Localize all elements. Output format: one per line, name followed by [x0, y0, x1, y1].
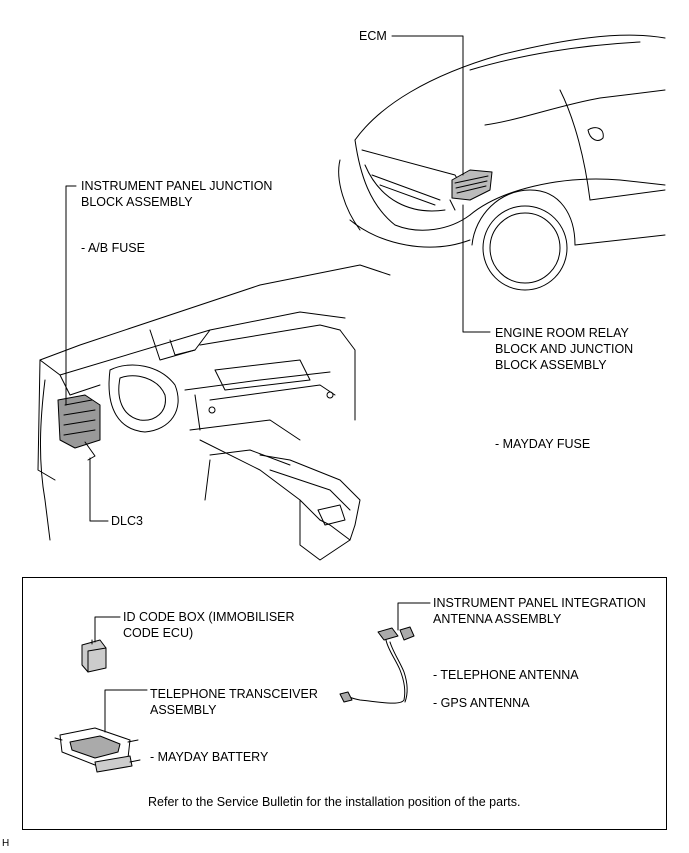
- antenna-label-line1: INSTRUMENT PANEL INTEGRATION: [433, 596, 646, 610]
- antenna-leader: [397, 602, 431, 631]
- ab-fuse-label: - A/B FUSE: [81, 241, 145, 255]
- ipjb-label-line1: INSTRUMENT PANEL JUNCTION: [81, 179, 273, 193]
- parts-box: [22, 577, 667, 830]
- corner-mark: H: [2, 838, 10, 849]
- transceiver-label-line2: ASSEMBLY: [150, 703, 217, 717]
- antenna-label-line2: ANTENNA ASSEMBLY: [433, 612, 562, 626]
- erjb-label-line3: BLOCK ASSEMBLY: [495, 358, 607, 372]
- mayday-fuse-label: - MAYDAY FUSE: [495, 437, 591, 451]
- id-code-label-line2: CODE ECU): [123, 626, 194, 640]
- gps-antenna-label: - GPS ANTENNA: [433, 696, 530, 710]
- erjb-label-line1: ENGINE ROOM RELAY: [495, 326, 629, 340]
- service-bulletin-note: Refer to the Service Bulletin for the in…: [148, 795, 521, 809]
- dlc3-leader: [89, 457, 109, 522]
- dlc3-label: DLC3: [111, 514, 143, 528]
- id-code-label-line1: ID CODE BOX (IMMOBILISER: [123, 610, 295, 624]
- transceiver-label-line1: TELEPHONE TRANSCEIVER: [150, 687, 318, 701]
- ecm-label: ECM: [359, 29, 387, 43]
- car-illustration: [338, 34, 666, 291]
- ipjb-leader: [65, 185, 77, 406]
- engine-room-relay-leader: [462, 204, 491, 333]
- transceiver-leader: [104, 689, 148, 733]
- antenna-assembly-illustration: [339, 626, 415, 704]
- id-code-leader: [94, 616, 121, 643]
- telephone-antenna-label: - TELEPHONE ANTENNA: [433, 668, 579, 682]
- ecm-leader: [391, 35, 464, 176]
- ipjb-label-line2: BLOCK ASSEMBLY: [81, 195, 193, 209]
- transceiver-illustration: [54, 727, 141, 773]
- dashboard-illustration: [37, 264, 391, 561]
- erjb-label-line2: BLOCK AND JUNCTION: [495, 342, 634, 356]
- mayday-battery-label: - MAYDAY BATTERY: [150, 750, 269, 764]
- id-code-box-illustration: [81, 639, 107, 673]
